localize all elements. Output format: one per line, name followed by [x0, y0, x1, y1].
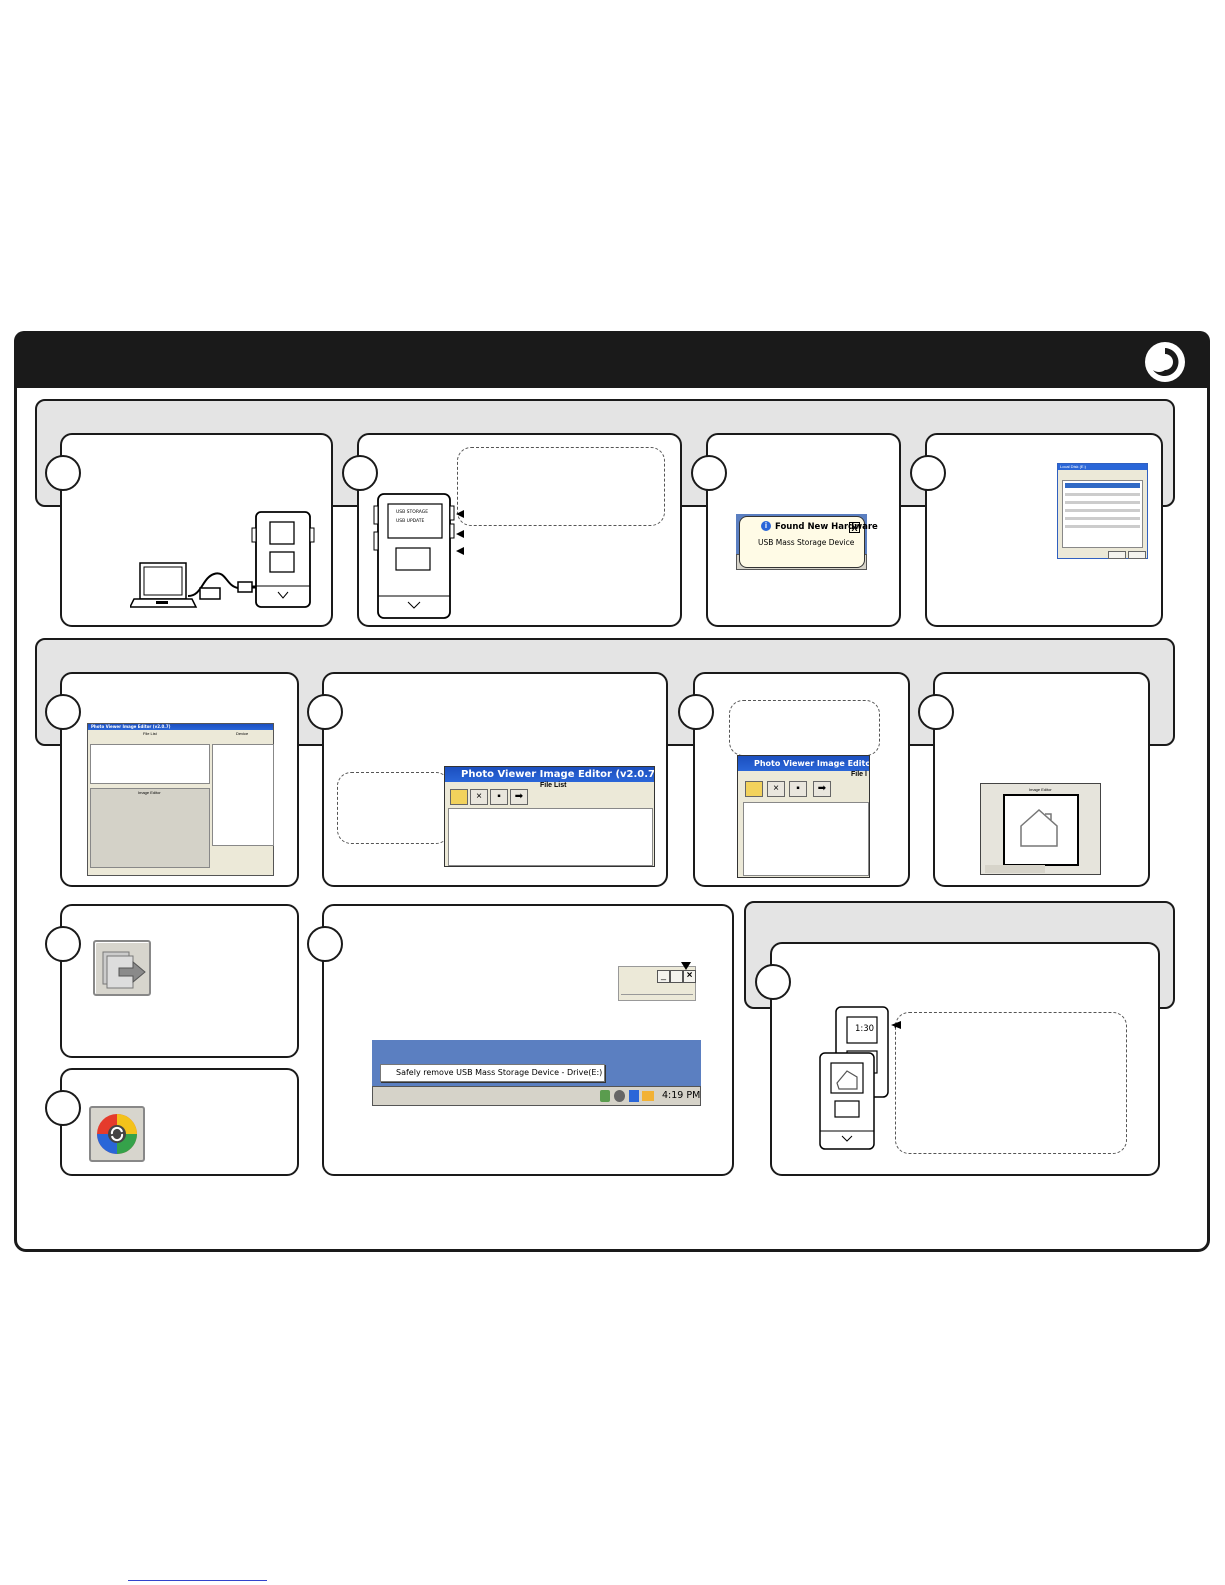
delete-button[interactable]: ×	[470, 789, 488, 805]
step-number-circle	[45, 455, 81, 491]
safely-remove-popup[interactable]: Safely remove USB Mass Storage Device - …	[380, 1064, 605, 1082]
editor-title-bar: Photo Viewer Image Editor (v2.0.7)	[738, 756, 869, 771]
option-highlight	[1065, 483, 1140, 488]
step-number-circle	[45, 926, 81, 962]
brand-logo-icon	[1145, 342, 1185, 382]
info-icon: i	[761, 521, 771, 531]
step-number-circle	[342, 455, 378, 491]
step-number-circle	[691, 455, 727, 491]
device-label: Device	[236, 731, 249, 736]
exit-button[interactable]	[89, 1106, 145, 1162]
file-list-pane[interactable]	[90, 744, 210, 784]
device-menu-item-storage: USB STORAGE	[396, 510, 429, 515]
editor-window-zoom: Photo Viewer Image Editor (v2.0.7) File …	[444, 766, 655, 867]
device-clock-time: 1:30	[855, 1024, 875, 1034]
device-menu-item-update: USB UPDATE	[396, 519, 425, 524]
player-device-illustration	[373, 493, 464, 619]
close-file-button[interactable]: ▪	[789, 781, 807, 797]
dialog-title: Local Disk (E:)	[1058, 464, 1147, 470]
laptop-usb-player-illustration	[130, 511, 315, 608]
open-folder-button[interactable]	[450, 789, 468, 805]
delete-button[interactable]: ×	[767, 781, 785, 797]
file-list-label: File List	[143, 731, 157, 736]
callout-box	[337, 772, 450, 844]
maximize-button[interactable]	[670, 970, 683, 983]
step-number-circle	[307, 694, 343, 730]
header-bar	[14, 331, 1210, 388]
callout-box	[729, 700, 880, 756]
callout-box	[895, 1012, 1127, 1154]
editor-toolbar[interactable]	[985, 865, 1045, 873]
dialog-ok-button[interactable]	[1108, 551, 1126, 559]
hardware-message: USB Mass Storage Device	[758, 538, 855, 547]
image-editor-panel: Image Editor	[980, 783, 1101, 875]
step-number-circle	[755, 964, 791, 1000]
editor-window-full: Photo Viewer Image Editor (v2.0.7) File …	[87, 723, 274, 876]
shield-tray-icon	[614, 1090, 625, 1102]
usb-tray-icon[interactable]	[600, 1090, 610, 1102]
device-pane[interactable]	[212, 744, 274, 846]
network-tray-icon	[629, 1090, 639, 1102]
file-list-label: File List	[540, 782, 567, 789]
close-icon[interactable]: X	[849, 522, 860, 533]
close-button[interactable]: ×	[683, 970, 696, 983]
taskbar-clock: 4:19 PM	[662, 1090, 701, 1101]
transfer-pages-icon	[102, 951, 146, 989]
dialog-option-list[interactable]	[1062, 480, 1143, 548]
player-devices-illustration	[819, 1006, 896, 1150]
pointer-arrow-icon	[891, 1021, 901, 1029]
step-number-circle	[918, 694, 954, 730]
image-canvas[interactable]	[1003, 794, 1079, 866]
folder-tray-icon	[642, 1091, 654, 1101]
step-number-circle	[910, 455, 946, 491]
house-image-icon	[1020, 808, 1058, 847]
editor-title-bar: Photo Viewer Image Editor (v2.0.7)	[88, 724, 273, 730]
pointer-arrow-icon	[681, 962, 691, 970]
color-wheel-icon	[97, 1114, 137, 1154]
minimize-button[interactable]: _	[657, 970, 670, 983]
file-list-pane[interactable]	[448, 808, 653, 866]
open-folder-button[interactable]	[745, 781, 763, 797]
file-list-pane[interactable]	[743, 802, 869, 876]
transfer-button[interactable]	[93, 940, 151, 996]
hardware-notification-balloon	[739, 516, 865, 568]
safely-remove-text: Safely remove USB Mass Storage Device - …	[396, 1068, 603, 1077]
image-editor-label: Image Editor	[1029, 787, 1052, 792]
file-list-label: File l	[851, 771, 867, 778]
step-number-circle	[45, 1090, 81, 1126]
step-number-circle	[45, 694, 81, 730]
footer-link-line[interactable]	[128, 1580, 267, 1581]
export-button[interactable]: ➡	[813, 781, 831, 797]
step-number-circle	[678, 694, 714, 730]
image-editor-pane[interactable]	[90, 788, 210, 868]
callout-box	[457, 447, 665, 526]
autoplay-dialog: Local Disk (E:)	[1057, 463, 1148, 559]
dialog-cancel-button[interactable]	[1128, 551, 1146, 559]
step-number-circle	[307, 926, 343, 962]
close-file-button[interactable]: ▪	[490, 789, 508, 805]
export-button[interactable]: ➡	[510, 789, 528, 805]
editor-title-bar: Photo Viewer Image Editor (v2.0.7)	[445, 767, 654, 782]
image-editor-label: Image Editor	[138, 790, 161, 795]
editor-window-crop: Photo Viewer Image Editor (v2.0.7) File …	[737, 755, 870, 878]
hardware-title: Found New Hardware	[775, 522, 878, 532]
window-controls-crop: _ ×	[618, 966, 696, 1001]
